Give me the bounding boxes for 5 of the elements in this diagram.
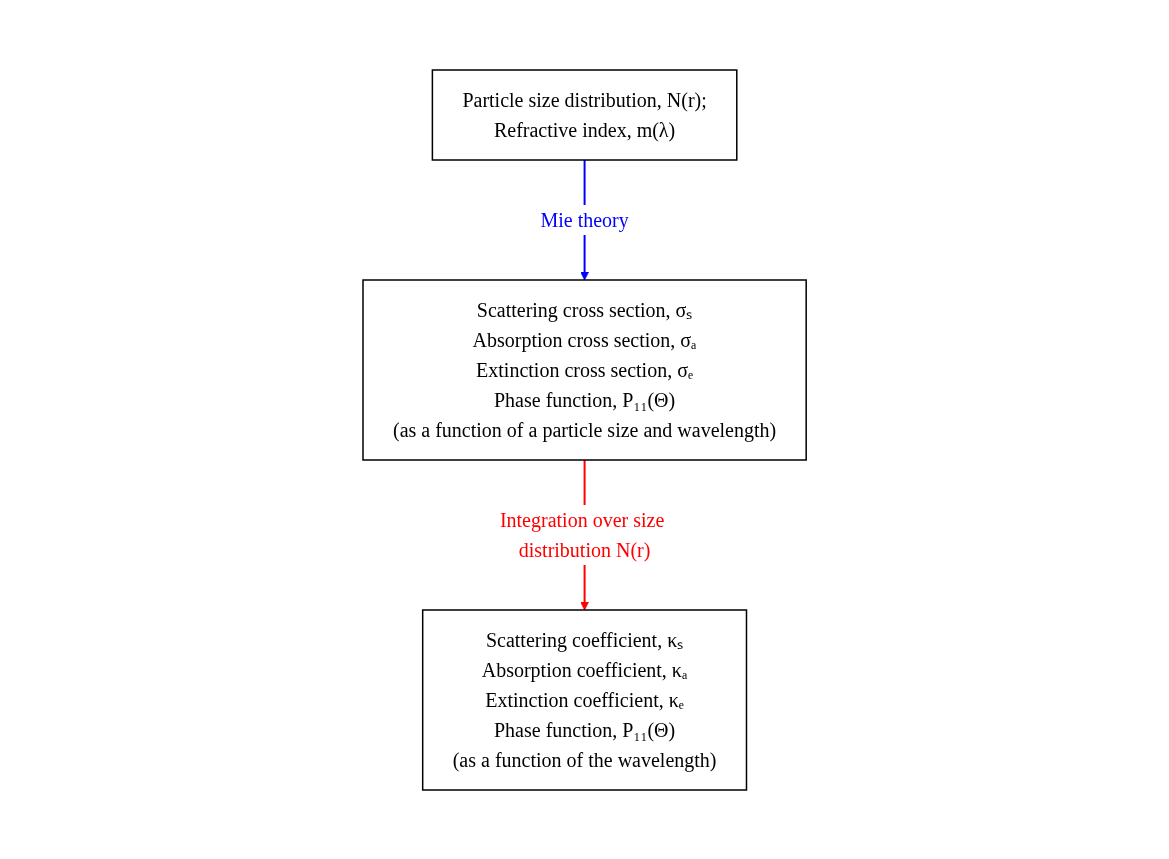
edge-label: Integration over size distribution N(r) (499, 508, 665, 561)
node-box: Particle size distribution, N(r); Refractive index, m(λ) (431, 68, 738, 161)
edge-label: Mie theory (540, 208, 629, 231)
node-box: Scattering cross section, σₛ Absorption cross section, σₐ Extinction cross section, σₑ Phase function, P₁₁(Θ) (as a function of a particle size and wavelength) (362, 278, 807, 461)
node-box: Scattering coefficient, κₛ Absorption coefficient, κₐ Extinction coefficient, κₑ Phase function, P₁₁(Θ) (as a function of the wavelength) (421, 608, 748, 791)
